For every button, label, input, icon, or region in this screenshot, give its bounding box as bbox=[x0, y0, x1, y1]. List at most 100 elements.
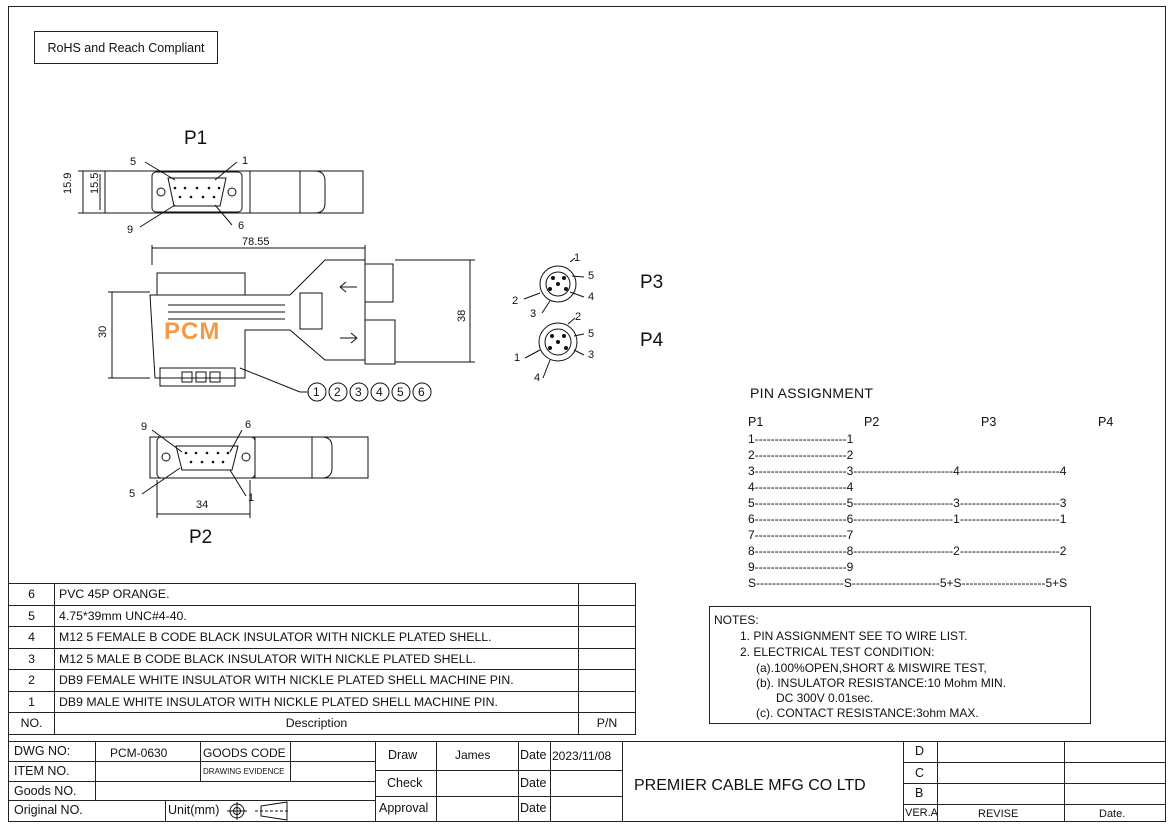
table-header-row: NO. Description P/N bbox=[8, 712, 636, 735]
tb-line bbox=[436, 741, 437, 822]
unit-label: Unit(mm) bbox=[168, 803, 220, 817]
pin-row: 9-----------------------9 bbox=[748, 560, 854, 574]
title-block-top bbox=[8, 741, 1166, 742]
pin-row: 8-----------------------8---------------… bbox=[748, 544, 1067, 558]
p1-pin-label: 6 bbox=[238, 220, 245, 232]
tb-line bbox=[8, 800, 375, 801]
original-no-label: Original NO. bbox=[14, 803, 83, 817]
balloon-6: 6 bbox=[418, 385, 425, 399]
projection-symbol-icon bbox=[227, 801, 289, 821]
bom-no: 5 bbox=[8, 604, 55, 627]
pin-row: 5-----------------------5---------------… bbox=[748, 496, 1067, 510]
tb-line bbox=[518, 741, 519, 822]
note-line: (b). INSULATOR RESISTANCE:10 Mohm MIN. bbox=[756, 676, 1007, 690]
bom-no: 6 bbox=[8, 583, 55, 606]
bom-pn bbox=[578, 647, 636, 670]
bom-no: 2 bbox=[8, 669, 55, 692]
p1-shell bbox=[151, 171, 243, 213]
side-length-dim: 78.55 bbox=[242, 236, 270, 248]
p4-pin-label: 3 bbox=[588, 349, 595, 361]
bom-desc: M12 5 FEMALE B CODE BLACK INSULATOR WITH… bbox=[54, 626, 579, 649]
note-line: DC 300V 0.01sec. bbox=[776, 691, 874, 705]
goods-no-label: Goods NO. bbox=[14, 784, 77, 798]
bom-no: 3 bbox=[8, 647, 55, 670]
p4-face bbox=[538, 322, 578, 362]
balloon-2: 2 bbox=[334, 385, 341, 399]
note-line: 2. ELECTRICAL TEST CONDITION: bbox=[740, 645, 935, 659]
p1-dsub bbox=[167, 177, 227, 207]
p3-label: P3 bbox=[640, 272, 664, 293]
draw-name: James bbox=[455, 748, 491, 762]
p1-dim-inner: 15.5 bbox=[89, 172, 101, 194]
p2-shell bbox=[156, 436, 256, 479]
table-row: 3 M12 5 MALE B CODE BLACK INSULATOR WITH… bbox=[8, 647, 636, 670]
side-height-left-dim: 30 bbox=[97, 325, 109, 338]
tb-line bbox=[903, 762, 1166, 763]
tb-line bbox=[375, 741, 376, 822]
table-row: 5 4.75*39mm UNC#4-40. bbox=[8, 604, 636, 627]
p4-pin-label: 4 bbox=[534, 372, 541, 384]
dwg-no-value: PCM-0630 bbox=[110, 746, 168, 760]
table-row: 4 M12 5 FEMALE B CODE BLACK INSULATOR WI… bbox=[8, 626, 636, 649]
tb-line bbox=[375, 770, 622, 771]
tb-line bbox=[1064, 741, 1065, 822]
goods-code-label: GOODS CODE bbox=[203, 746, 286, 760]
ver-label: VER.A bbox=[905, 807, 939, 819]
balloon-3: 3 bbox=[355, 385, 362, 399]
approval-label: Approval bbox=[379, 801, 429, 815]
pin-header-p3: P3 bbox=[981, 415, 997, 429]
bom-table: 6 PVC 45P ORANGE. 5 4.75*39mm UNC#4-40. … bbox=[8, 583, 636, 735]
tb-line bbox=[375, 796, 622, 797]
p1-dim-outer: 15.9 bbox=[62, 172, 74, 194]
notes-box: NOTES: 1. PIN ASSIGNMENT SEE TO WIRE LIS… bbox=[709, 606, 1091, 724]
rev-d: D bbox=[915, 744, 925, 758]
p3-face bbox=[539, 265, 577, 303]
p1-pin-label: 1 bbox=[242, 155, 249, 167]
p1-body bbox=[104, 170, 364, 214]
table-row: 1 DB9 MALE WHITE INSULATOR WITH NICKLE P… bbox=[8, 690, 636, 713]
drawing-evidence-label: DRAWING EVIDENCE bbox=[203, 767, 285, 776]
side-body bbox=[149, 259, 366, 379]
draw-label: Draw bbox=[388, 748, 418, 762]
bom-desc: PVC 45P ORANGE. bbox=[54, 583, 579, 606]
pin-row: 6-----------------------6---------------… bbox=[748, 512, 1067, 526]
company-name: PREMIER CABLE MFG CO LTD bbox=[634, 777, 866, 794]
pin-row: 1-----------------------1 bbox=[748, 432, 854, 446]
item-no-label: ITEM NO. bbox=[14, 764, 70, 778]
approval-date-label: Date bbox=[520, 801, 547, 815]
m12-male-connector bbox=[364, 263, 394, 303]
p4-pin-label: 1 bbox=[514, 352, 521, 364]
bom-pn bbox=[578, 669, 636, 692]
bom-header-pn: P/N bbox=[578, 712, 636, 735]
tb-line bbox=[550, 741, 551, 822]
pin-header-p2: P2 bbox=[864, 415, 880, 429]
tb-line bbox=[8, 781, 375, 782]
p4-pin-label: 5 bbox=[588, 328, 595, 340]
check-date-label: Date bbox=[520, 776, 547, 790]
tb-line bbox=[903, 741, 904, 822]
tb-line bbox=[95, 741, 96, 801]
p3-pin-label: 5 bbox=[588, 270, 595, 282]
balloon-4: 4 bbox=[376, 385, 383, 399]
pcm-logo: PCM bbox=[164, 318, 221, 345]
rev-c: C bbox=[915, 766, 925, 780]
p2-width-dim: 34 bbox=[196, 499, 209, 511]
p2-pin-label: 9 bbox=[141, 421, 148, 433]
date-col-label: Date. bbox=[1099, 808, 1126, 820]
p2-pin-label: 1 bbox=[248, 492, 255, 504]
p2-pin-label: 6 bbox=[245, 419, 252, 431]
side-top-dsub bbox=[156, 272, 246, 296]
p3-pin-label: 2 bbox=[512, 295, 519, 307]
pin-row: 7-----------------------7 bbox=[748, 528, 854, 542]
note-line: (a).100%OPEN,SHORT & MISWIRE TEST, bbox=[756, 661, 987, 675]
bom-pn bbox=[578, 690, 636, 713]
pin-assignment-title: PIN ASSIGNMENT bbox=[750, 385, 874, 401]
dwg-no-label: DWG NO: bbox=[14, 744, 71, 758]
pin-row: 2-----------------------2 bbox=[748, 448, 854, 462]
m12-female-connector bbox=[364, 319, 396, 365]
p1-cable-loop bbox=[299, 170, 326, 214]
compliance-box: RoHS and Reach Compliant bbox=[34, 31, 218, 64]
p4-label: P4 bbox=[640, 330, 664, 351]
pin-header-p1: P1 bbox=[748, 415, 764, 429]
pin-row: 3-----------------------3---------------… bbox=[748, 464, 1067, 478]
